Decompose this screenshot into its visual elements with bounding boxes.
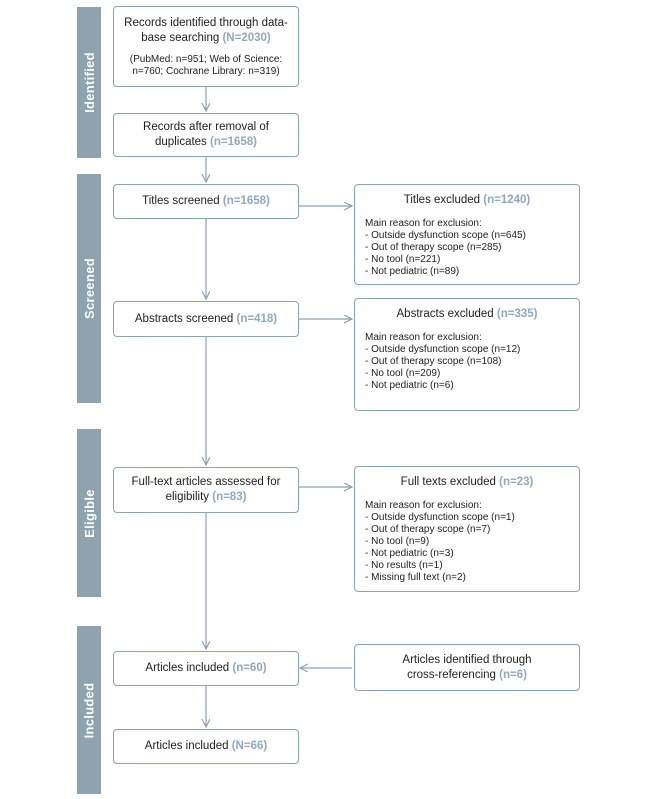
titles-excluded-count: (n=1240) bbox=[483, 194, 531, 206]
cross-referencing-box: Articles identified through cross-refere… bbox=[354, 644, 580, 691]
fulltext-excluded-count: (n=23) bbox=[499, 476, 534, 488]
articles-included-box: Articles included (n=60) bbox=[113, 651, 299, 686]
phase-label-identified: Identified bbox=[81, 52, 97, 113]
abstracts-screened-box: Abstracts screened (n=418) bbox=[113, 301, 299, 337]
titles-excluded-reasons: Main reason for exclusion: - Outside dys… bbox=[365, 218, 579, 278]
fulltext-excluded-label: Full texts excluded bbox=[400, 476, 500, 488]
list-item: - Outside dysfunction scope (n=1) bbox=[365, 512, 515, 523]
abstracts-excluded-reasons: Main reason for exclusion: - Outside dys… bbox=[365, 332, 579, 392]
fulltext-excluded-box: Full texts excluded (n=23) Main reason f… bbox=[354, 466, 580, 592]
list-item: - Not pediatric (n=89) bbox=[365, 266, 460, 277]
list-item: - Out of therapy scope (n=285) bbox=[365, 242, 502, 253]
list-item: - No results (n=1) bbox=[365, 560, 443, 571]
records-identified-count: (N=2030) bbox=[222, 31, 271, 44]
list-item: - Outside dysfunction scope (n=645) bbox=[365, 230, 526, 241]
list-item: - Outside dysfunction scope (n=12) bbox=[365, 344, 521, 355]
phase-label-eligible: Eligible bbox=[81, 488, 97, 538]
list-item: - No tool (n=221) bbox=[365, 254, 441, 265]
list-item: - Missing full text (n=2) bbox=[365, 572, 466, 583]
fulltext-assessed-line1: Full-text articles assessed for bbox=[131, 476, 281, 488]
list-item: - No tool (n=209) bbox=[365, 368, 441, 379]
titles-excluded-box: Titles excluded (n=1240) Main reason for… bbox=[354, 184, 580, 285]
fulltext-assessed-box: Full-text articles assessed for eligibil… bbox=[113, 467, 299, 513]
records-identified-box: Records identified through data- base se… bbox=[113, 6, 299, 87]
records-identified-line2: base searching (N=2030) bbox=[141, 31, 271, 44]
cross-referencing-count: (n=6) bbox=[499, 668, 527, 681]
records-identified-line1: Records identified through data- bbox=[124, 16, 288, 29]
fulltext-excluded-reasons: Main reason for exclusion: - Outside dys… bbox=[365, 500, 579, 584]
phase-bar-included: Included bbox=[77, 626, 101, 794]
final-articles-included-count: (N=66) bbox=[231, 740, 268, 752]
phase-bar-eligible: Eligible bbox=[77, 429, 101, 597]
list-item: - Not pediatric (n=6) bbox=[365, 380, 454, 391]
abstracts-screened-count: (n=418) bbox=[236, 312, 278, 325]
after-duplicates-count: (n=1658) bbox=[210, 136, 257, 148]
list-item: - Out of therapy scope (n=7) bbox=[365, 524, 491, 535]
phase-label-included: Included bbox=[81, 682, 97, 738]
list-item: - No tool (n=9) bbox=[365, 536, 430, 547]
titles-excluded-label: Titles excluded bbox=[403, 194, 484, 206]
abstracts-excluded-label: Abstracts excluded bbox=[396, 308, 497, 320]
abstracts-excluded-count: (n=335) bbox=[496, 308, 538, 320]
articles-included-label: Articles included bbox=[145, 662, 233, 674]
final-articles-included-label: Articles included bbox=[144, 740, 232, 752]
phase-bar-identified: Identified bbox=[77, 7, 101, 158]
abstracts-screened-label: Abstracts screened bbox=[134, 312, 237, 325]
fulltext-assessed-line2: eligibility (n=83) bbox=[165, 491, 247, 503]
fulltext-assessed-count: (n=83) bbox=[212, 491, 247, 503]
titles-screened-count: (n=1658) bbox=[222, 195, 270, 207]
phase-bar-screened: Screened bbox=[77, 174, 101, 403]
after-duplicates-line1: Records after removal of bbox=[143, 121, 269, 133]
phase-label-screened: Screened bbox=[81, 258, 97, 319]
records-identified-sources: (PubMed: n=951; Web of Science: n=760; C… bbox=[129, 53, 283, 77]
abstracts-excluded-box: Abstracts excluded (n=335) Main reason f… bbox=[354, 298, 580, 411]
list-item: - Out of therapy scope (n=108) bbox=[365, 356, 502, 367]
cross-referencing-line1: Articles identified through bbox=[402, 653, 532, 666]
articles-included-count: (n=60) bbox=[232, 662, 267, 674]
titles-screened-label: Titles screened bbox=[142, 195, 223, 207]
final-articles-included-box: Articles included (N=66) bbox=[113, 729, 299, 764]
after-duplicates-line2: duplicates (n=1658) bbox=[155, 136, 257, 148]
cross-referencing-line2: cross-referencing (n=6) bbox=[407, 668, 527, 681]
titles-screened-box: Titles screened (n=1658) bbox=[113, 184, 299, 219]
after-duplicates-box: Records after removal of duplicates (n=1… bbox=[113, 113, 299, 157]
list-item: - Not pediatric (n=3) bbox=[365, 548, 454, 559]
